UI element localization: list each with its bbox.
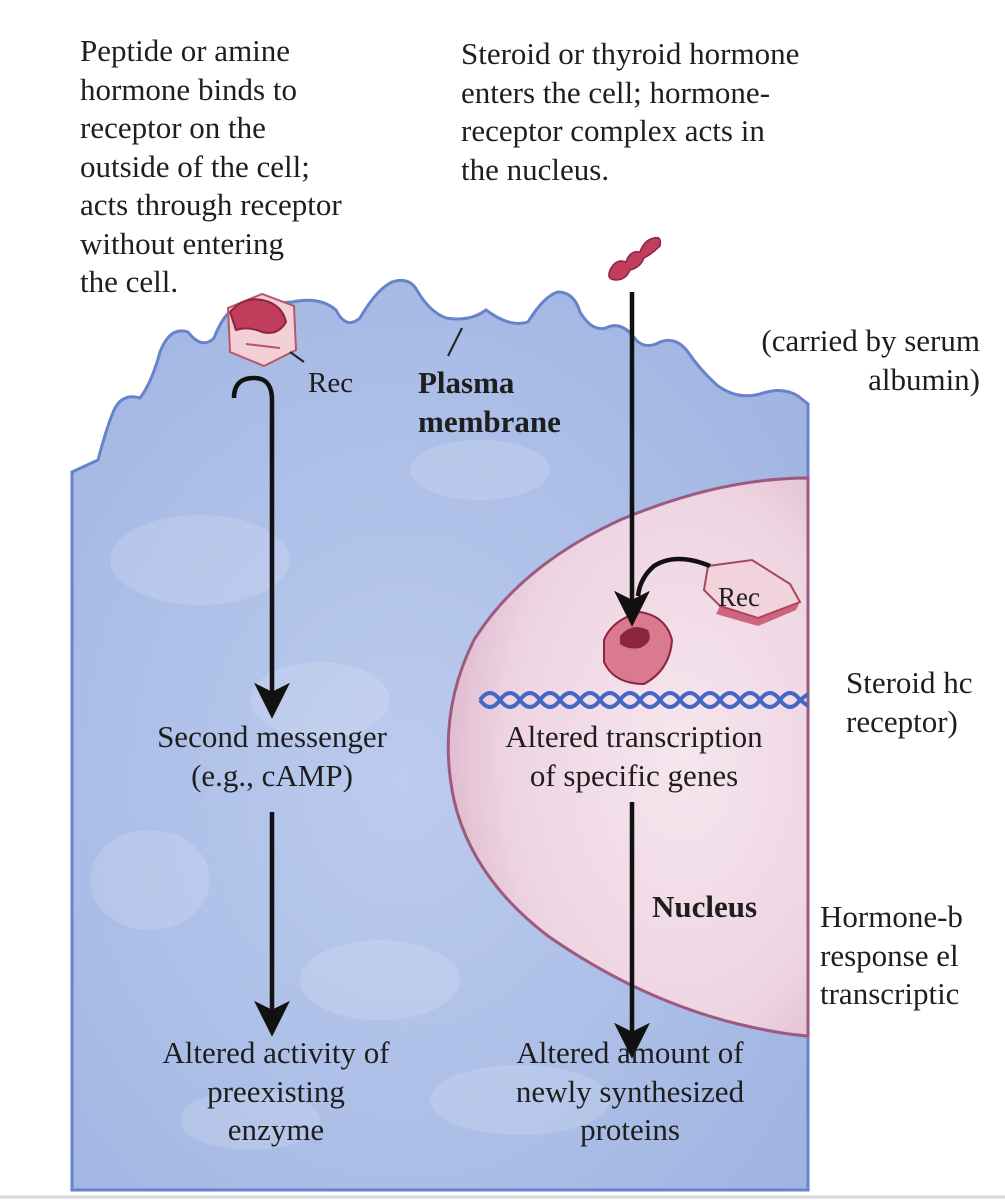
altered-transcription-label: Altered transcription of specific genes: [505, 719, 763, 793]
cytoplasm-texture: [90, 440, 610, 1150]
arrow-receptor-joins-hormone: [635, 556, 711, 597]
hormone-response-label: Hormone-b response el transcriptic: [820, 899, 963, 1011]
nucleus-label: Nucleus: [652, 889, 758, 924]
peptide-hormone-icon: [228, 298, 288, 334]
dna-helix-icon: [478, 691, 810, 709]
rec-leader-line: [289, 351, 305, 363]
nucleus-envelope: [446, 476, 810, 1038]
pathway-arrows: [231, 292, 711, 1059]
rec-nucleus-label: Rec: [718, 582, 760, 612]
steroid-hormone-label: Steroid or thyroid hormone enters the ce…: [461, 36, 800, 187]
rec-membrane-label: Rec: [308, 367, 354, 399]
arrow-receptor-to-second-messenger: [231, 375, 290, 719]
peptide-hormone-label: Peptide or amine hormone binds to recept…: [80, 33, 342, 299]
altered-amount-label: Altered amount of newly synthesized prot…: [515, 1035, 745, 1147]
second-messenger-label: Second messenger (e.g., cAMP): [157, 719, 387, 793]
nuclear-receptor-shading: [716, 602, 800, 626]
altered-activity-label: Altered activity of preexisting enzyme: [162, 1035, 390, 1147]
plasma-membrane-label: Plasma membrane: [418, 365, 561, 439]
hormone-receptor-complex-icon: [603, 610, 674, 686]
plasma-membrane-leader-line: [447, 327, 463, 357]
carried-by-serum-label: (carried by serum albumin): [761, 323, 980, 397]
steroid-hormone-icon: [608, 236, 662, 281]
steroid-receptor-label: Steroid hc receptor): [846, 665, 973, 739]
